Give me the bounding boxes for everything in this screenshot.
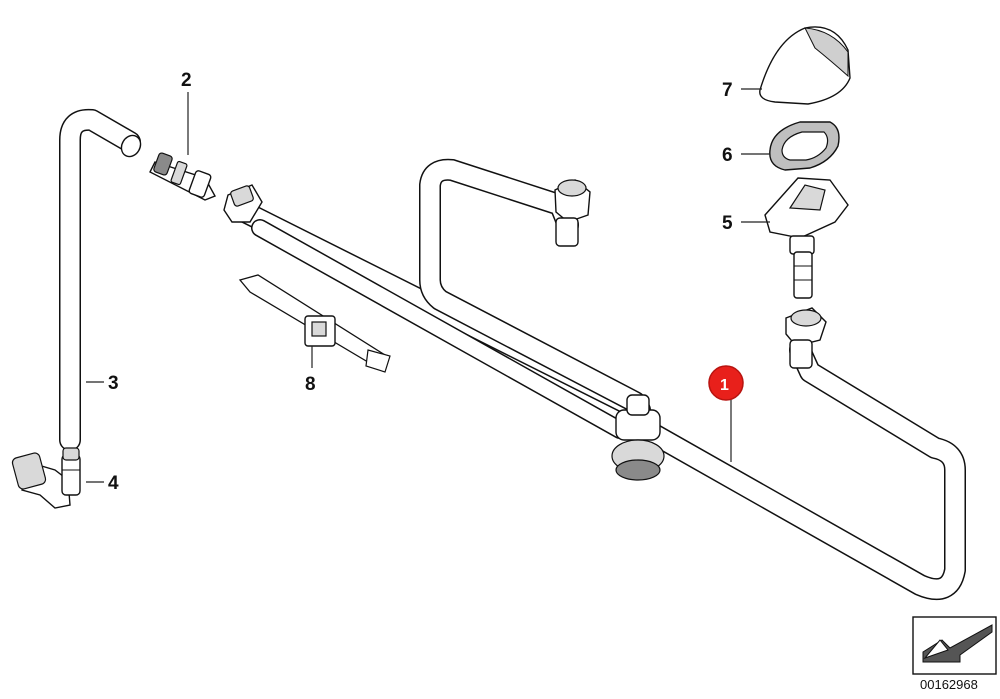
part-3-hose[interactable] — [59, 108, 144, 451]
callout-4: 4 — [108, 473, 119, 494]
part-2-connector[interactable] — [149, 152, 216, 201]
callout-1: 1 — [720, 377, 729, 394]
part-8-cable-tie[interactable] — [238, 274, 391, 373]
part-6-gasket[interactable] — [769, 121, 840, 171]
callout-5: 5 — [722, 213, 733, 234]
part-1-hose-assembly[interactable] — [223, 158, 966, 600]
callout-1-highlight[interactable]: 1 — [708, 365, 744, 401]
callout-7: 7 — [722, 80, 733, 101]
callout-8: 8 — [305, 374, 316, 395]
arrow-navigation-icon — [922, 624, 993, 663]
part-4-elbow-connector[interactable] — [11, 447, 81, 509]
part-5-nozzle[interactable] — [764, 177, 849, 299]
callout-2: 2 — [181, 70, 192, 91]
nav-arrow-box[interactable] — [912, 616, 997, 675]
document-number: 00162968 — [920, 677, 978, 692]
part-7-cover-cap[interactable] — [759, 26, 851, 105]
callout-3: 3 — [108, 373, 119, 394]
callout-6: 6 — [722, 145, 733, 166]
